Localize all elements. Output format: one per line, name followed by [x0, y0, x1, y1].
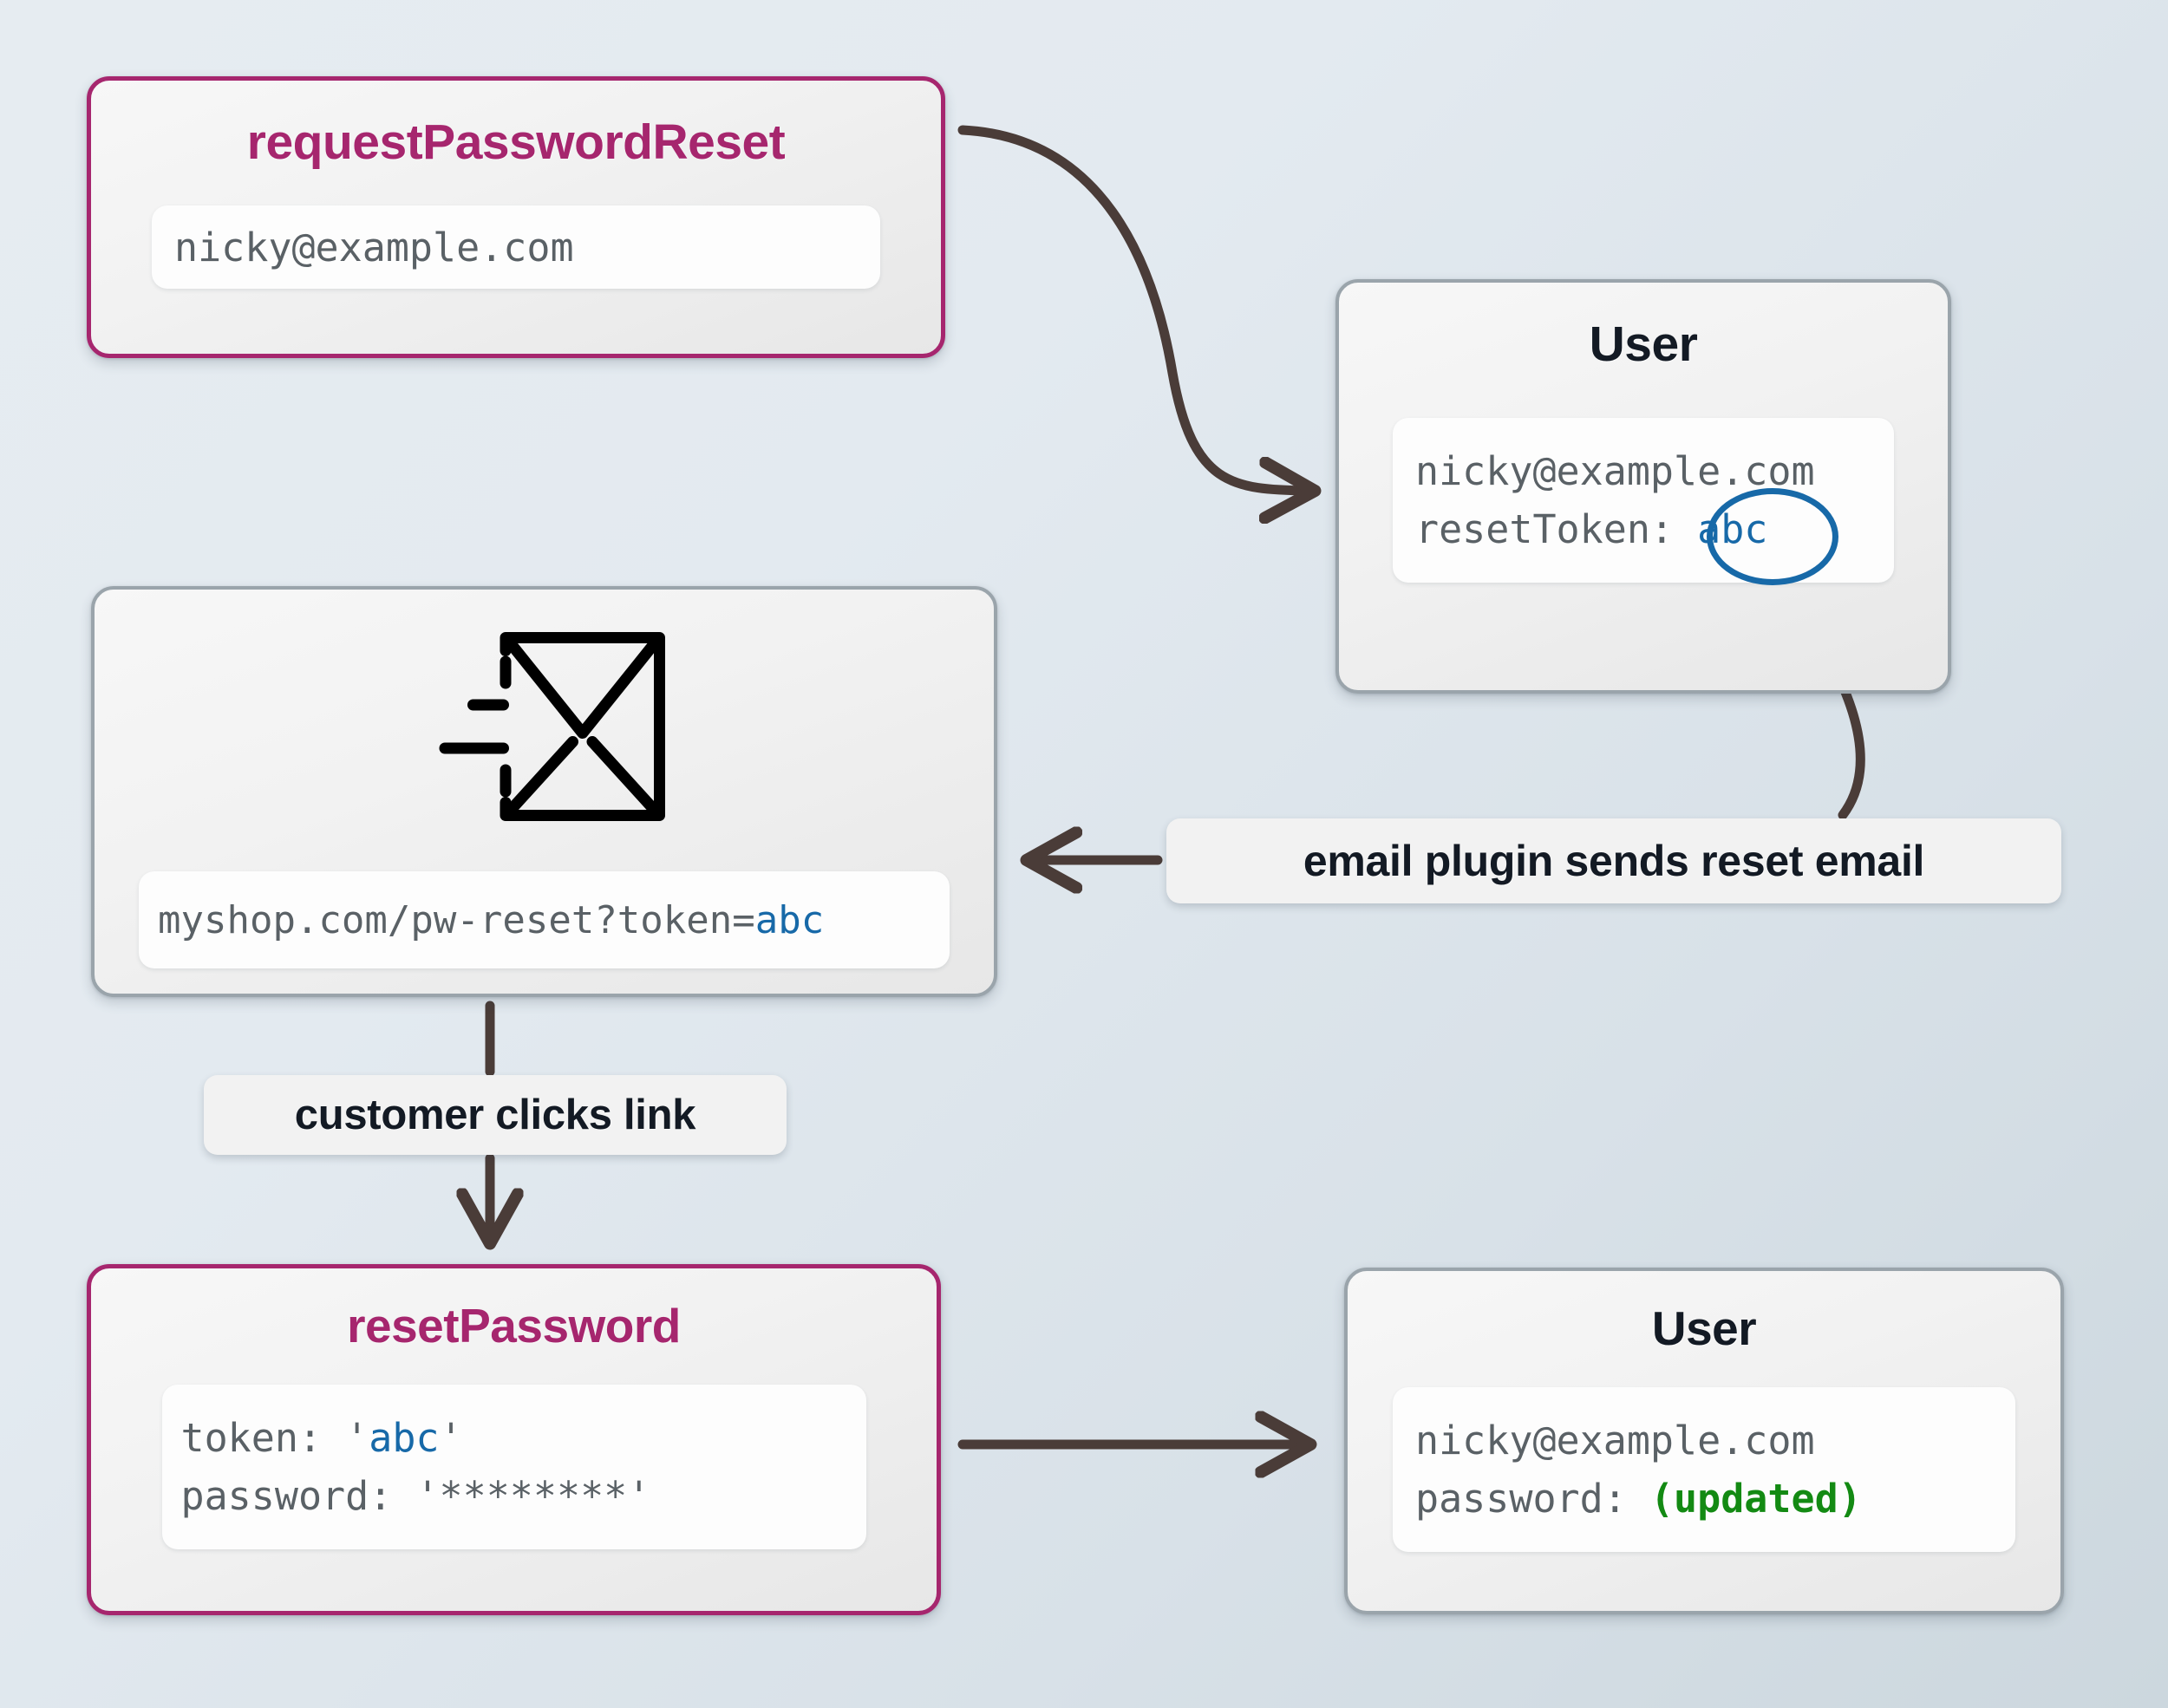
reset-token-arg: abc — [369, 1415, 440, 1461]
user-bottom-email: nicky@example.com — [1415, 1418, 1815, 1464]
request-email-value: nicky@example.com — [174, 224, 574, 271]
user-bottom-password-value: (updated) — [1649, 1476, 1862, 1522]
node-title-request-password-reset: requestPasswordReset — [246, 114, 786, 170]
reset-token-open-quote: ' — [345, 1415, 369, 1461]
node-reset-password[interactable]: resetPassword token: 'abc' password: '**… — [87, 1264, 941, 1615]
field-request-email: nicky@example.com — [152, 205, 880, 289]
reset-token-key: token: — [180, 1415, 323, 1461]
reset-password-password-row: password: '********' — [181, 1473, 847, 1519]
node-user-top[interactable]: User nicky@example.com resetToken: abc — [1335, 279, 1951, 694]
node-email-message[interactable]: myshop.com/pw-reset?token=abc — [91, 586, 997, 997]
node-title-reset-password: resetPassword — [347, 1299, 681, 1353]
user-bottom-password-row: password: (updated) — [1415, 1476, 1993, 1522]
reset-password-arg: '********' — [415, 1473, 651, 1519]
node-title-user-top: User — [1589, 316, 1698, 372]
field-email-link[interactable]: myshop.com/pw-reset?token=abc — [139, 871, 950, 968]
node-user-bottom[interactable]: User nicky@example.com password: (update… — [1344, 1268, 2064, 1614]
reset-password-key: password: — [180, 1473, 393, 1519]
reset-token-value: abc — [1697, 506, 1768, 552]
user-bottom-password-label: password: — [1415, 1476, 1627, 1522]
reset-token-close-quote: ' — [439, 1415, 463, 1461]
email-link-base: myshop.com/pw-reset?token= — [158, 897, 755, 942]
user-top-reset-token-row: resetToken: abc — [1415, 506, 1871, 552]
field-user-top: nicky@example.com resetToken: abc — [1393, 418, 1894, 583]
node-request-password-reset[interactable]: requestPasswordReset nicky@example.com — [87, 76, 945, 358]
reset-password-token-row: token: 'abc' — [181, 1415, 847, 1461]
edge-label-customer-clicks-link: customer clicks link — [204, 1075, 787, 1155]
email-link-token: abc — [754, 897, 825, 942]
send-email-icon — [415, 631, 675, 826]
user-top-email: nicky@example.com — [1415, 448, 1815, 494]
field-reset-password: token: 'abc' password: '********' — [161, 1385, 866, 1549]
edge-request-to-user — [957, 125, 1309, 491]
field-user-bottom: nicky@example.com password: (updated) — [1393, 1387, 2015, 1552]
edge-label-email-plugin-sends-reset-email: email plugin sends reset email — [1166, 818, 2061, 903]
reset-token-label: resetToken: — [1415, 506, 1675, 552]
node-title-user-bottom: User — [1651, 1301, 1757, 1355]
email-link-value: myshop.com/pw-reset?token=abc — [158, 898, 931, 942]
